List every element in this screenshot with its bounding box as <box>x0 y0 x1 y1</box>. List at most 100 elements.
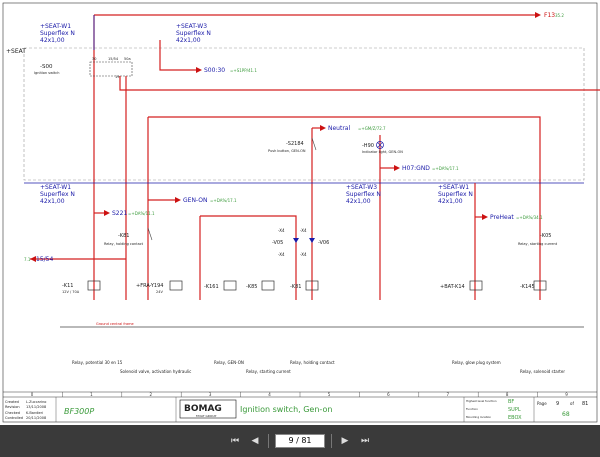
s00-pin-30: 30 <box>92 57 96 61</box>
s0030-label: S00:30 <box>204 67 225 74</box>
v05-label: -V05 <box>272 240 283 246</box>
component-k81-label: -K81 <box>290 284 301 290</box>
component-bat-k14-label: +BAT-K14 <box>440 284 465 290</box>
preheat-ref: =+DA%/34.1 <box>516 215 543 220</box>
x4-label-4: -X4 <box>300 252 307 257</box>
tb-field-0-key: Highest level function <box>466 399 497 403</box>
desc-k145: Relay, solenoid starter <box>520 369 565 374</box>
component-k145-label: -K145 <box>520 284 535 290</box>
desc-fra-y194: Solenoid valve, activation hydraulic <box>120 369 191 374</box>
ground-ref: Ground central frame <box>96 322 134 326</box>
toolbar-separator <box>268 434 269 448</box>
tb-field-1-val: SUPL <box>508 407 521 413</box>
desc-k11: Relay, potential 30 en 15 <box>72 360 123 365</box>
v06-label: -V06 <box>318 240 329 246</box>
pdf-viewer-toolbar: ⏮ ◀ 9 / 81 ▶ ⏭ <box>0 425 600 457</box>
component-k81: -K81 <box>290 280 319 291</box>
desc-k81: Relay, holding contact <box>290 360 335 365</box>
x4-label-1: -X4 <box>278 228 285 233</box>
seat-w1-c-size: 42x1,00 <box>438 198 463 205</box>
component-fra-y194-sub: 24V <box>156 290 163 294</box>
seat-w1-b-type: Superflex N <box>40 191 75 198</box>
tb-brand-sub: FAYAT GROUP <box>196 414 216 418</box>
h90-lamp-icon <box>376 141 384 149</box>
bomag-logo <box>179 399 237 419</box>
desc-k161: Relay, GEN-ON <box>214 360 244 365</box>
seat-w1-top-size: 42x1,00 <box>40 37 65 44</box>
k81-contact-desc: Relay, holding contact <box>104 242 144 246</box>
component-k85: -K85 <box>246 280 275 291</box>
s2184-desc: Push button, GEN-ON <box>268 149 306 153</box>
desc-bat-k14: Relay, glow plug system <box>452 360 501 365</box>
component-k85-label: -K85 <box>246 284 257 290</box>
column-number: 8 <box>506 392 509 397</box>
tb-page-label: Page <box>537 401 547 406</box>
tb-created-date: 13/11/2008 <box>26 405 46 409</box>
s221-ref: =+DA%/11.1 <box>128 211 155 216</box>
seat-w1-b-size: 42x1,00 <box>40 198 65 205</box>
page-number-input[interactable]: 9 / 81 <box>275 434 325 448</box>
tb-total: 81 <box>582 401 588 407</box>
next-page-icon[interactable]: ▶ <box>341 436 349 446</box>
out-1554-ref: 7.1 <box>24 257 31 262</box>
column-number: 9 <box>565 392 568 397</box>
tb-field-2-key: Mounting location <box>466 415 491 419</box>
tb-sheet-title: Ignition switch, Gen-on <box>240 405 332 414</box>
first-page-icon[interactable]: ⏮ <box>230 436 240 446</box>
v05-diode-icon <box>293 238 299 243</box>
neutral-label: Neutral <box>328 125 350 132</box>
k81-contact-label: -K81 <box>118 233 129 239</box>
s00-pin-1554: 15/54 <box>108 57 119 61</box>
last-page-icon[interactable]: ⏭ <box>360 436 370 446</box>
s221-label: S221 <box>112 210 127 217</box>
s2184-label: -S2184 <box>286 141 304 147</box>
h90-desc: Indicator light, GEN-ON <box>362 150 403 154</box>
seat-w3-b-name: +SEAT-W3 <box>346 184 377 191</box>
tb-revision-label: Revision <box>5 405 20 409</box>
column-number: 2 <box>150 392 153 397</box>
s00-label: -S00 <box>40 64 53 70</box>
seat-label: +SEAT <box>6 48 26 55</box>
s00-pin-50a: 50a <box>124 57 131 61</box>
column-number: 7 <box>447 392 450 397</box>
h07-ref: =+DA%/17.1 <box>432 166 459 171</box>
k05-top-label: -K05 <box>540 233 551 239</box>
k05-top-desc: Relay, starting current <box>518 242 558 246</box>
column-number: 6 <box>387 392 390 397</box>
preheat-label: PreHeat <box>490 214 514 221</box>
column-number: 4 <box>268 392 271 397</box>
x4-label-2: -X4 <box>300 228 307 233</box>
component-k11-label: -K11 <box>62 283 73 289</box>
neutral-ref: =+GM/Z/72.7 <box>358 126 386 131</box>
component-bat-k14: +BAT-K14 <box>440 280 483 291</box>
tb-created-name: L.Zuccarino <box>26 400 46 404</box>
seat-w1-top-type: Superflex N <box>40 30 75 37</box>
prev-page-icon[interactable]: ◀ <box>251 436 259 446</box>
seat-w1-b-name: +SEAT-W1 <box>40 184 71 191</box>
seat-w3-top-name: +SEAT-W3 <box>176 23 207 30</box>
seat-w3-b-size: 42x1,00 <box>346 198 371 205</box>
s00-pin-19: 19 <box>115 75 119 79</box>
seat-w1-top-name: +SEAT-W1 <box>40 23 71 30</box>
component-fra-y194: +FRA-Y194 24V <box>136 280 183 294</box>
tb-page: 9 <box>556 401 559 407</box>
out-1554-label: 15/54 <box>36 256 53 263</box>
x4-label-3: -X4 <box>278 252 285 257</box>
column-number: 5 <box>328 392 331 397</box>
tb-field-1-key: Function <box>466 407 478 411</box>
s00-desc: Ignition switch <box>34 71 59 75</box>
tb-model: BF300P <box>64 407 94 416</box>
tb-brand: BOMAG <box>184 404 222 414</box>
tb-field-2-val: EBOX <box>508 415 522 421</box>
component-k145: -K145 <box>520 280 547 291</box>
column-number: 1 <box>90 392 93 397</box>
v06-diode-icon <box>309 238 315 243</box>
h90-label: -H90 <box>362 143 374 149</box>
seat-w3-top-type: Superflex N <box>176 30 211 37</box>
seat-enclosure <box>23 47 585 181</box>
column-number: 0 <box>31 392 34 397</box>
tb-field-0-val: BF <box>508 399 514 405</box>
seat-w3-top-size: 42x1,00 <box>176 37 201 44</box>
toolbar-separator <box>331 434 332 448</box>
component-fra-y194-label: +FRA-Y194 <box>136 283 163 289</box>
